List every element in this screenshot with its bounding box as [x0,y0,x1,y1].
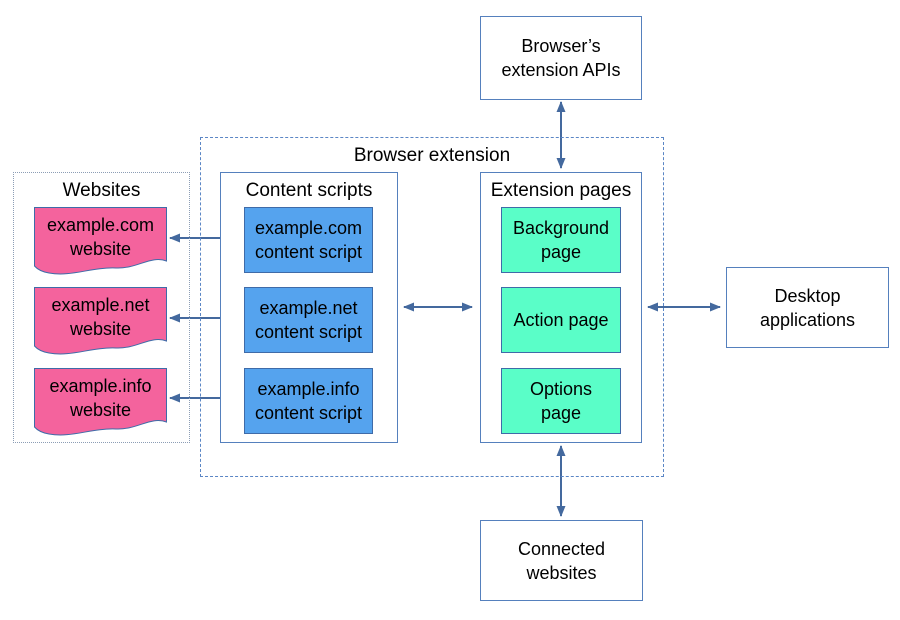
content-script-node-example-com: example.com content script [244,207,373,273]
extension-pages-label: Extension pages [490,180,632,201]
content-script-node-example-net: example.net content script [244,287,373,353]
website-node-example-com: example.com website [34,207,167,279]
document-shape [34,207,167,275]
website-node-label: example.net website [51,295,150,339]
background-page-node: Background page [501,207,621,273]
content-scripts-label: Content scripts [245,180,373,201]
website-node-example-net: example.net website [34,287,167,359]
content-script-node-example-info: example.info content script [244,368,373,434]
website-node-label: example.com website [46,215,155,259]
document-shape [34,287,167,355]
options-page-node: Options page [501,368,621,434]
browser-extension-label: Browser extension [353,145,511,166]
browser-extension-group: Browser extension [200,137,664,477]
document-shape [34,368,167,436]
website-node-label: example.info website [49,376,152,420]
desktop-apps-node: Desktop applications [726,267,889,348]
websites-group: Websites [13,172,190,443]
website-node-example-info: example.info website [34,368,167,440]
connected-websites-node: Connected websites [480,520,643,601]
browser-apis-node: Browser’s extension APIs [480,16,642,100]
action-page-node: Action page [501,287,621,353]
websites-label: Websites [62,180,141,201]
